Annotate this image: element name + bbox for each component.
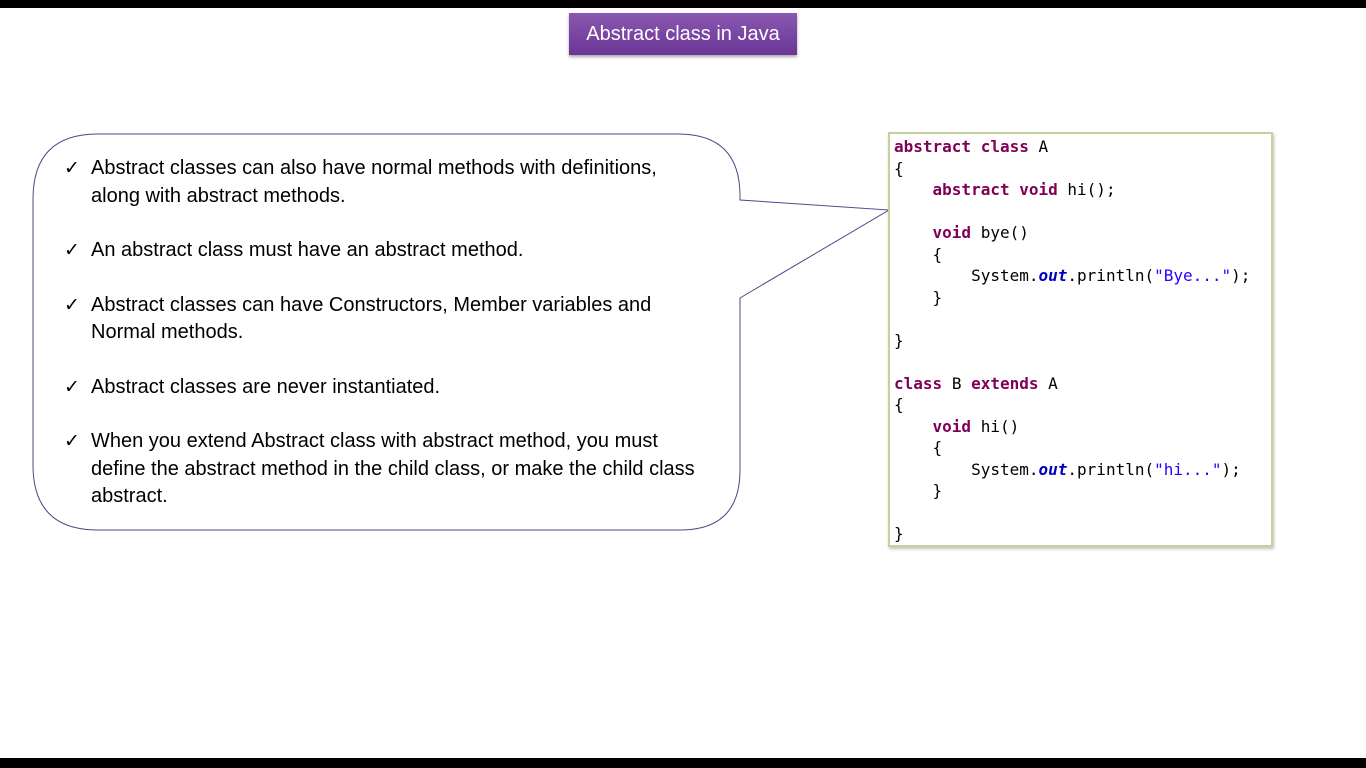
code-keyword: void <box>932 416 972 436</box>
code-brace: } <box>932 481 943 500</box>
code-brace: { <box>894 158 904 178</box>
code-keyword: abstract <box>894 137 972 156</box>
checkmark-icon: ✓ <box>64 431 80 452</box>
checkmark-icon: ✓ <box>64 376 80 398</box>
code-keyword: class <box>980 137 1029 156</box>
code-brace: { <box>894 395 904 414</box>
code-call: .println( <box>1067 266 1155 285</box>
bullet-list: ✓ Abstract classes can also have normal … <box>64 155 704 511</box>
code-method: hi() <box>980 416 1020 436</box>
bullet-text: Abstract classes can have Constructors, … <box>91 293 652 344</box>
checkmark-icon: ✓ <box>64 240 80 261</box>
code-method: hi(); <box>1067 180 1116 199</box>
code-brace: } <box>894 524 904 543</box>
code-class-name: A <box>1038 137 1049 156</box>
code-string: "Bye..." <box>1154 266 1232 285</box>
bullet-text: Abstract classes are never instantiated. <box>91 375 441 398</box>
top-letterbox-bar <box>0 0 1366 8</box>
code-call: .println( <box>1067 459 1155 479</box>
code-field: out <box>1038 266 1068 285</box>
bullet-item: ✓ Abstract classes can also have normal … <box>64 155 704 210</box>
bullet-text: When you extend Abstract class with abst… <box>91 430 695 507</box>
slide-title: Abstract class in Java <box>569 13 797 55</box>
bottom-letterbox-bar <box>0 758 1366 768</box>
code-keyword: void <box>932 223 972 242</box>
code-brace: } <box>932 287 943 307</box>
code-system: System. <box>971 459 1039 479</box>
bullet-text: An abstract class must have an abstract … <box>91 239 524 261</box>
bullet-item: ✓ When you extend Abstract class with ab… <box>64 428 704 511</box>
code-brace: { <box>932 438 943 457</box>
code-brace: { <box>932 244 943 264</box>
code-method: bye() <box>980 223 1029 242</box>
code-stmt-end: ); <box>1231 266 1251 285</box>
code-string: "hi..." <box>1154 459 1222 479</box>
bullet-text: Abstract classes can also have normal me… <box>91 157 657 207</box>
bullet-item: ✓ An abstract class must have an abstrac… <box>64 237 704 265</box>
slide-title-text: Abstract class in Java <box>586 22 780 45</box>
code-system: System. <box>971 266 1039 285</box>
checkmark-icon: ✓ <box>64 158 80 179</box>
code-snippet-panel: abstract class A { abstract void hi(); v… <box>888 132 1273 547</box>
code-class-name: A <box>1048 373 1058 393</box>
code-field: out <box>1038 459 1068 479</box>
code-class-name: B <box>951 373 962 393</box>
code-keyword: extends <box>971 373 1039 393</box>
code-keyword: void <box>1019 180 1058 199</box>
code-keyword: class <box>894 373 943 393</box>
bullet-item: ✓ Abstract classes can have Constructors… <box>64 292 704 347</box>
checkmark-icon: ✓ <box>64 294 80 316</box>
code-stmt-end: ); <box>1221 459 1241 479</box>
bullet-item: ✓ Abstract classes are never instantiate… <box>64 374 704 402</box>
code-keyword: abstract <box>932 180 1010 199</box>
code-brace: } <box>894 330 904 350</box>
code-snippet: abstract class A { abstract void hi(); v… <box>894 136 1250 545</box>
